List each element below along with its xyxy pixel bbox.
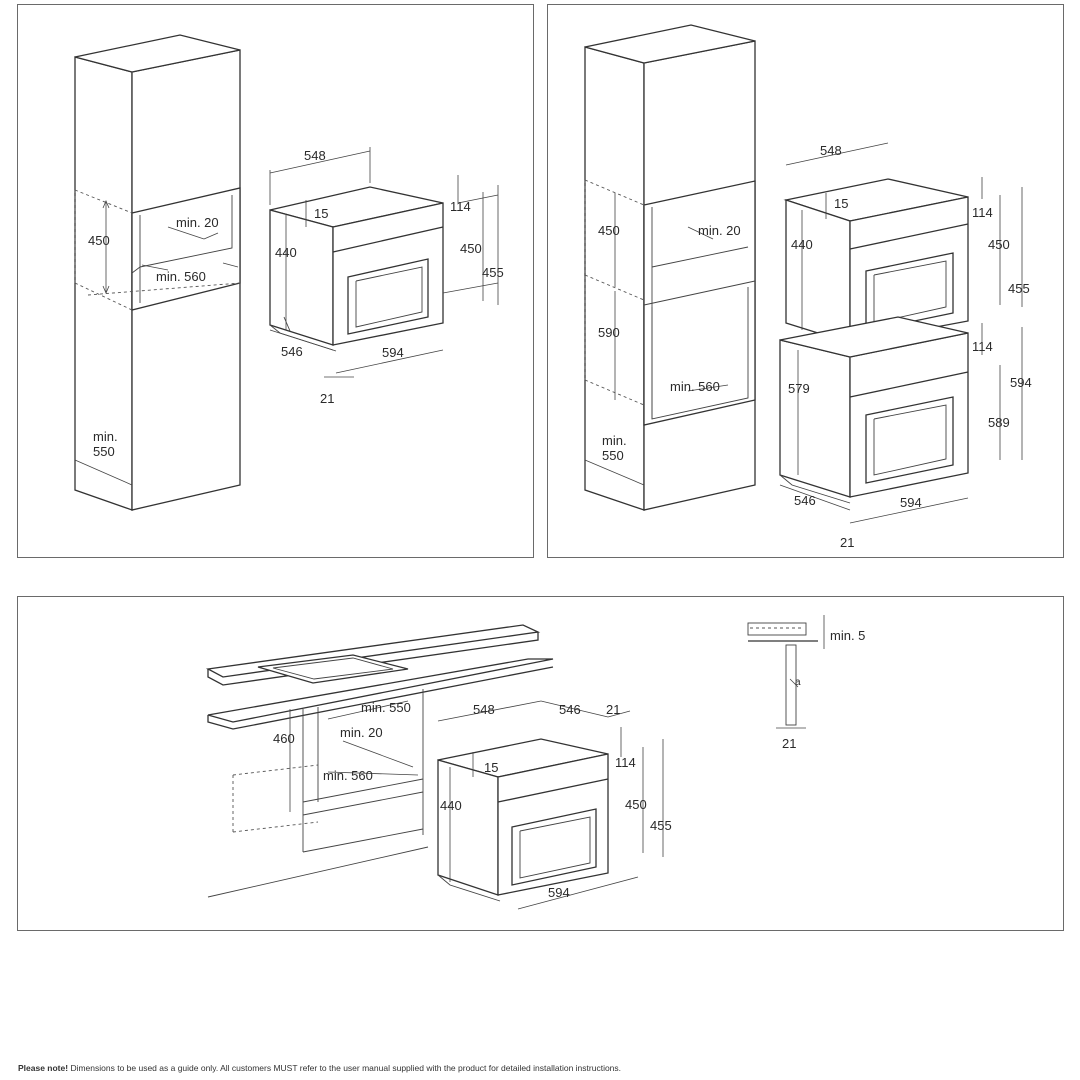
double-column-install-drawing: 450 590 min. 20 min. 560 min. 550 548 (584, 24, 1032, 550)
cabinet-dimensions (584, 193, 729, 486)
dim-min-20: min. 20 (698, 223, 741, 238)
dim-546: 546 (794, 493, 816, 508)
tall-cabinet (584, 24, 756, 511)
dim-114-lower: 114 (972, 339, 993, 354)
dim-548: 548 (304, 148, 326, 163)
compact-oven (437, 738, 609, 902)
dim-594: 594 (382, 345, 404, 360)
dim-455: 455 (1008, 281, 1030, 296)
dim-450: 450 (460, 241, 482, 256)
dim-21-detail: 21 (782, 736, 796, 751)
dim-589: 589 (988, 415, 1010, 430)
compact-oven (269, 186, 444, 352)
dim-cabinet-450: 450 (88, 233, 110, 248)
dim-546: 546 (281, 344, 303, 359)
single-oven (779, 316, 969, 504)
dim-440: 440 (275, 245, 297, 260)
dim-min-560: min. 560 (670, 379, 720, 394)
column-install-drawing: 450 min. 20 min. 560 min. 550 548 15 440… (74, 34, 504, 511)
dim-455: 455 (650, 818, 672, 833)
dim-min-550-line2: 550 (602, 448, 624, 463)
dim-min-20: min. 20 (340, 725, 383, 740)
oven-dimension-lines (437, 700, 664, 910)
dim-114: 114 (450, 199, 471, 214)
dim-440: 440 (791, 237, 813, 252)
dim-548: 548 (820, 143, 842, 158)
dim-cabinet-450: 450 (598, 223, 620, 238)
dim-min-20: min. 20 (176, 215, 219, 230)
dim-min-550-line2: 550 (93, 444, 115, 459)
diagram-panel-single-oven-column: 450 min. 20 min. 560 min. 550 548 15 440… (17, 4, 534, 558)
dim-15: 15 (314, 206, 328, 221)
dim-440: 440 (440, 798, 462, 813)
dim-15: 15 (834, 196, 848, 211)
dim-579: 579 (788, 381, 810, 396)
dim-455: 455 (482, 265, 504, 280)
dim-594-width: 594 (900, 495, 922, 510)
under-counter-install-drawing: min. 550 min. 20 460 min. 560 548 546 21… (205, 615, 865, 910)
dim-min-560: min. 560 (323, 768, 373, 783)
dim-450: 450 (625, 797, 647, 812)
worktop-section-detail (747, 615, 825, 729)
dim-min-550-line1: min. (602, 433, 627, 448)
oven-dimension-lines (269, 147, 499, 378)
dim-21: 21 (320, 391, 334, 406)
dim-cabinet-590: 590 (598, 325, 620, 340)
diagram-panel-double-oven-column: 450 590 min. 20 min. 560 min. 550 548 (547, 4, 1064, 558)
dim-546: 546 (559, 702, 581, 717)
dim-min-550: min. 550 (361, 700, 411, 715)
dim-min-560: min. 560 (156, 269, 206, 284)
oven-dimension-lines (779, 142, 1023, 524)
compact-oven (783, 178, 969, 344)
footnote-text: Dimensions to be used as a guide only. A… (68, 1063, 622, 1073)
dim-min-550-line1: min. (93, 429, 118, 444)
dim-114: 114 (972, 205, 993, 220)
dim-21: 21 (840, 535, 854, 550)
dim-21: 21 (606, 702, 620, 717)
dim-594: 594 (548, 885, 570, 900)
footnote-label: Please note! (18, 1063, 69, 1073)
counter-dimension-lines (289, 700, 419, 812)
dim-114: 114 (615, 755, 636, 770)
dim-min-5: min. 5 (830, 628, 865, 643)
worktop-and-cabinet (205, 624, 554, 898)
dim-594-height: 594 (1010, 375, 1032, 390)
tall-cabinet (74, 34, 241, 511)
dim-450: 450 (988, 237, 1010, 252)
dim-a: a (795, 677, 801, 688)
cabinet-dimensions (74, 199, 239, 486)
diagram-panel-under-counter: min. 550 min. 20 460 min. 560 548 546 21… (17, 596, 1064, 931)
dim-15: 15 (484, 760, 498, 775)
footnote: Please note! Dimensions to be used as a … (18, 1063, 621, 1073)
dim-548: 548 (473, 702, 495, 717)
dim-460: 460 (273, 731, 295, 746)
